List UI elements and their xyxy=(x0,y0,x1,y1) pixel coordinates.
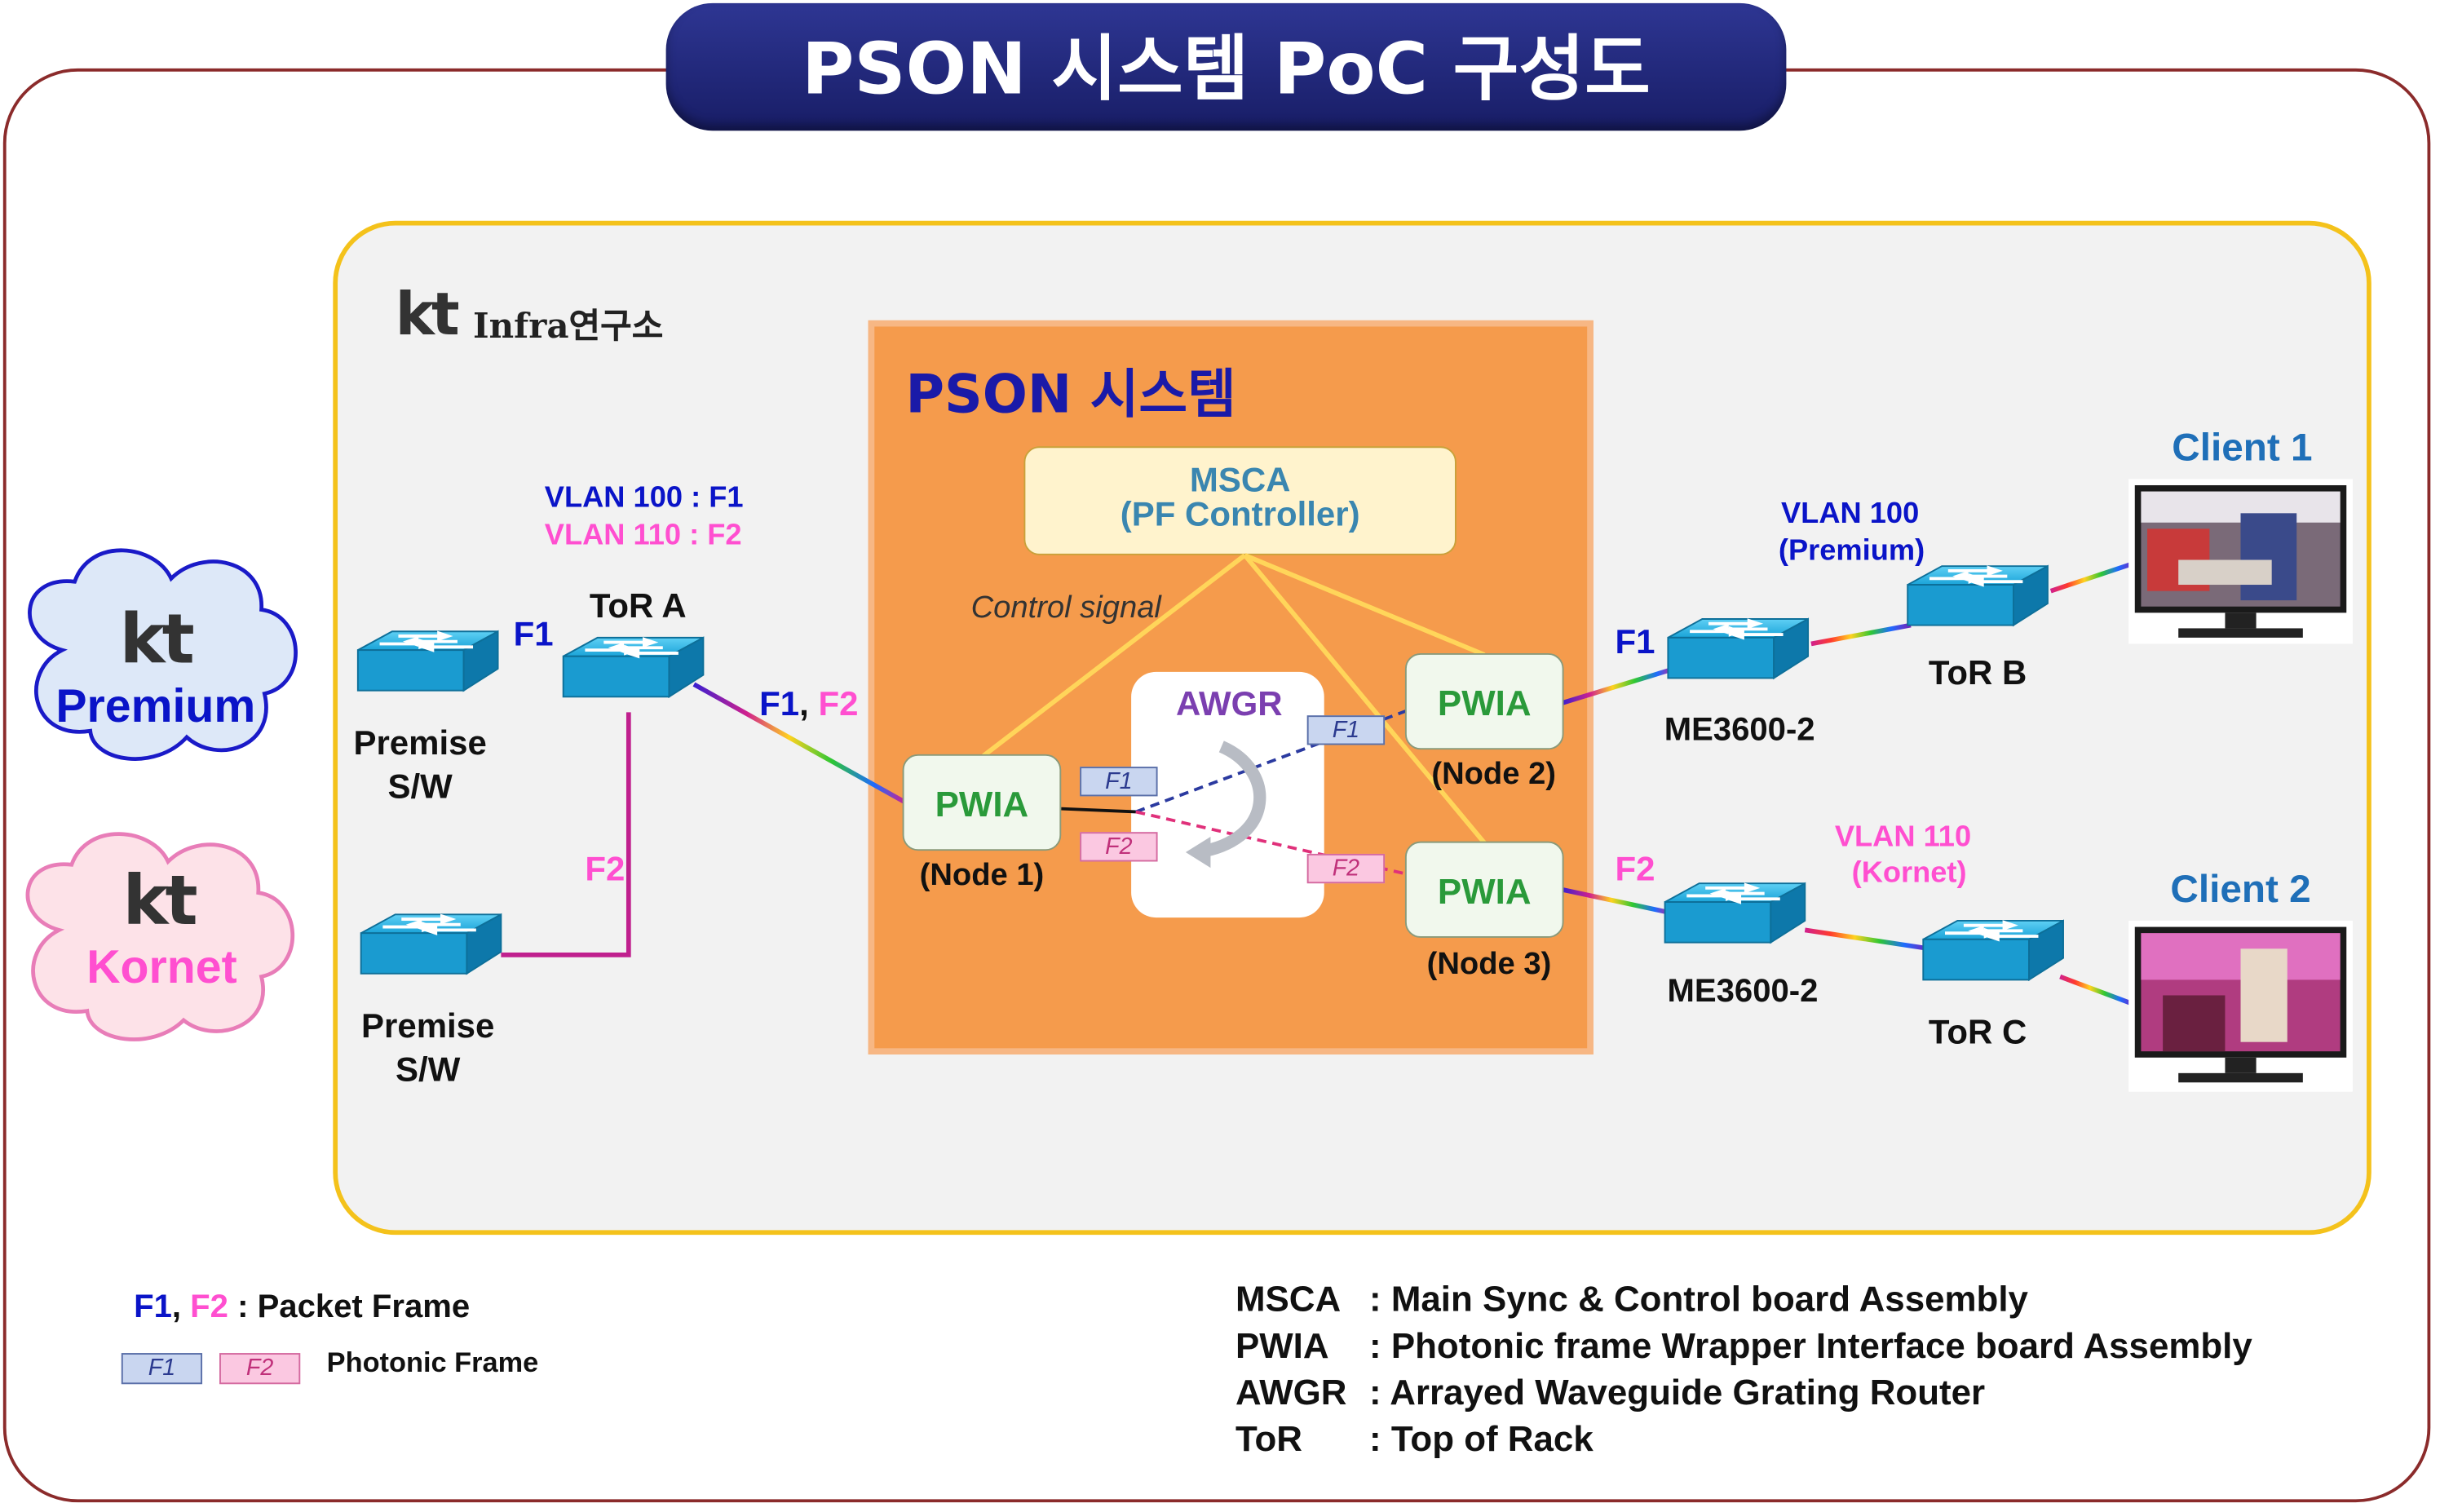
tor-b-switch xyxy=(1906,564,2049,627)
node1-label: (Node 1) xyxy=(919,858,1045,893)
page-title: PSON 시스템 PoC 구성도 xyxy=(665,2,1787,131)
kornet-cloud xyxy=(25,832,295,1041)
photonic-tag-f1-out: F1 xyxy=(1306,715,1386,745)
legend-packet-frame: F1, F2 : Packet Frame xyxy=(134,1289,470,1327)
msca-sublabel: (PF Controller) xyxy=(1120,494,1360,534)
trunk-f1: F1 xyxy=(759,684,800,723)
premium-cloud xyxy=(28,548,298,761)
awgr-label: AWGR xyxy=(1176,684,1283,723)
glossary-row: MSCA : Main Sync & Control board Assembly xyxy=(1235,1275,2252,1322)
control-signal-label: Control signal xyxy=(970,590,1161,626)
f2-link-label: F2 xyxy=(585,849,625,888)
f1-link-label: F1 xyxy=(513,614,554,653)
tor-a-switch xyxy=(561,635,705,699)
msca-box: MSCA (PF Controller) xyxy=(1023,446,1456,555)
kornet-cloud-logo: kt xyxy=(122,861,197,941)
tor-b-label: ToR B xyxy=(1928,652,2027,692)
premise-switch-bottom-label: Premise S/W xyxy=(361,1006,495,1089)
trunk-f2: F2 xyxy=(818,684,859,723)
glossary-desc: : Main Sync & Control board Assembly xyxy=(1369,1278,2028,1320)
vlan-100-label: VLAN 100 xyxy=(1780,497,1920,531)
kt-logo: kt xyxy=(395,280,460,349)
vlan-110-f2-label: VLAN 110 : F2 xyxy=(544,519,742,552)
photonic-tag-f2-out: F2 xyxy=(1306,853,1386,884)
trunk-separator: , xyxy=(799,684,809,723)
me3600-bottom-label: ME3600-2 xyxy=(1667,973,1819,1010)
glossary-desc: : Photonic frame Wrapper Interface board… xyxy=(1369,1324,2252,1366)
glossary-row: ToR : Top of Rack xyxy=(1235,1415,2252,1461)
right-f1-label: F1 xyxy=(1615,621,1655,661)
premise-switch-bottom xyxy=(359,913,503,975)
pwia-node1: PWIA xyxy=(902,754,1062,851)
pson-system-title: PSON 시스템 xyxy=(905,364,1236,427)
glossary-desc: : Arrayed Waveguide Grating Router xyxy=(1369,1371,1986,1413)
awgr-box xyxy=(1131,671,1324,918)
glossary-desc: : Top of Rack xyxy=(1369,1418,1594,1459)
premise-switch-top-label: Premise S/W xyxy=(353,723,487,806)
kornet-cloud-label: Kornet xyxy=(86,942,237,994)
vlan-100-f1-label: VLAN 100 : F1 xyxy=(544,482,744,515)
legend-tag-f1: F1 xyxy=(121,1353,203,1385)
vlan-100-sub-label: (Premium) xyxy=(1778,535,1925,568)
premium-cloud-label: Premium xyxy=(55,681,256,733)
glossary-row: PWIA : Photonic frame Wrapper Interface b… xyxy=(1235,1322,2252,1368)
client2-label: Client 2 xyxy=(2170,868,2311,912)
client2-monitor xyxy=(2128,920,2353,1092)
msca-label: MSCA xyxy=(1189,460,1291,500)
legend-tag-f2: F2 xyxy=(219,1353,301,1385)
tor-a-label: ToR A xyxy=(589,586,687,626)
premise-switch-top xyxy=(356,630,500,692)
legend-separator: , xyxy=(171,1289,182,1325)
premium-cloud-logo: kt xyxy=(119,600,195,680)
me3600-top-label: ME3600-2 xyxy=(1664,712,1815,749)
pwia-node3: PWIA xyxy=(1404,841,1564,938)
client1-label: Client 1 xyxy=(2172,426,2313,470)
legend-packet-frame-text: : Packet Frame xyxy=(237,1289,471,1325)
me3600-switch-top xyxy=(1666,617,1810,680)
pwia-node2: PWIA xyxy=(1404,652,1564,750)
node3-label: (Node 3) xyxy=(1426,947,1552,982)
client1-monitor xyxy=(2128,479,2353,644)
trunk-link-label: F1, F2 xyxy=(759,684,858,725)
tor-c-label: ToR C xyxy=(1928,1012,2027,1052)
tor-c-switch xyxy=(1921,919,2065,982)
vlan-110-sub-label: (Kornet) xyxy=(1851,856,1967,890)
glossary-abbr: AWGR xyxy=(1235,1371,1347,1413)
glossary: MSCA : Main Sync & Control board Assembly… xyxy=(1235,1275,2252,1462)
node2-label: (Node 2) xyxy=(1431,757,1556,792)
lab-name: Infra연구소 xyxy=(473,306,664,347)
me3600-switch-bottom xyxy=(1663,882,1807,944)
legend-photonic-frame-text: Photonic Frame xyxy=(326,1346,539,1378)
vlan-110-label: VLAN 110 xyxy=(1834,820,1972,854)
photonic-tag-f2-in: F2 xyxy=(1080,832,1158,862)
glossary-row: AWGR : Arrayed Waveguide Grating Router xyxy=(1235,1368,2252,1415)
glossary-abbr: ToR xyxy=(1235,1418,1303,1459)
photonic-tag-f1-in: F1 xyxy=(1080,767,1158,797)
legend-f2: F2 xyxy=(190,1289,228,1325)
right-f2-label: F2 xyxy=(1615,849,1655,888)
glossary-abbr: PWIA xyxy=(1235,1324,1329,1366)
legend-f1: F1 xyxy=(134,1289,172,1325)
glossary-abbr: MSCA xyxy=(1235,1278,1342,1320)
